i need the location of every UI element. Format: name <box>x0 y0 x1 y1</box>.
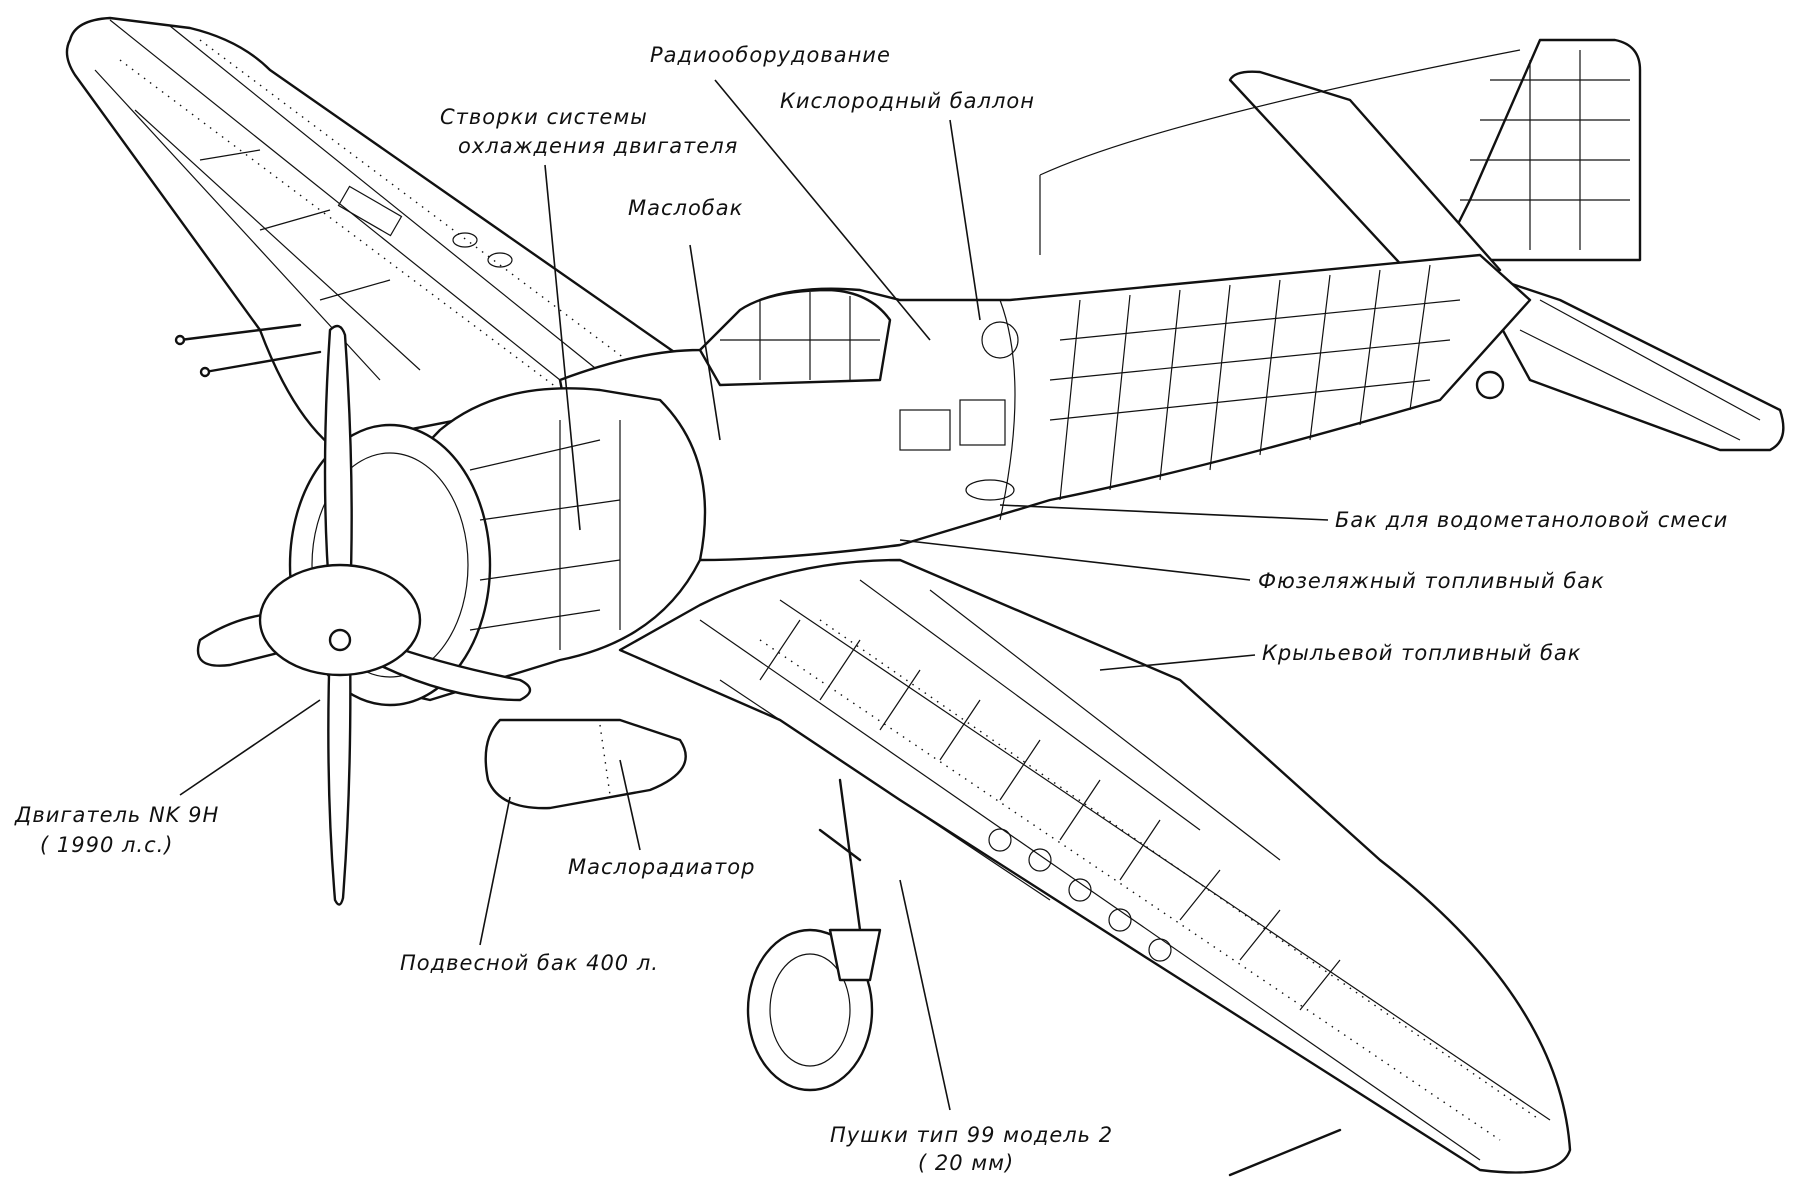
label-cannons-2: ( 20 мм) <box>918 1151 1014 1175</box>
leader-water-methanol <box>999 504 1329 521</box>
leader-cannons <box>899 879 951 1111</box>
leader-lines <box>179 79 1329 1111</box>
label-cowl-flaps-2: охлаждения двигателя <box>458 134 738 158</box>
right-wing <box>618 558 1572 1177</box>
leader-radio <box>714 79 931 341</box>
engine-section <box>196 324 707 906</box>
label-wing-fuel-tank: Крыльевой топливный бак <box>1262 641 1581 665</box>
leader-oil-radiator <box>619 759 641 851</box>
leader-oil-tank <box>689 244 721 441</box>
label-radio: Радиооборудование <box>650 43 891 67</box>
leader-cowl-flaps <box>544 164 581 531</box>
label-cannons-1: Пушки тип 99 модель 2 <box>830 1123 1113 1147</box>
tail <box>1039 38 1785 452</box>
label-oxygen: Кислородный баллон <box>780 89 1035 113</box>
leader-engine <box>179 699 321 796</box>
label-drop-tank: Подвесной бак 400 л. <box>400 951 659 975</box>
labels: Радиооборудование Кислородный баллон Ств… <box>14 43 1728 1175</box>
leader-wing-tank <box>1099 654 1256 671</box>
left-wing <box>65 16 702 447</box>
leader-drop-tank <box>479 796 511 946</box>
leader-fuselage-tank <box>899 539 1251 581</box>
label-water-methanol-tank: Бак для водометаноловой смеси <box>1335 508 1728 532</box>
label-engine-1: Двигатель NK 9H <box>14 803 219 827</box>
label-engine-2: ( 1990 л.с.) <box>40 833 174 857</box>
label-fuselage-fuel-tank: Фюзеляжный топливный бак <box>1258 569 1605 593</box>
label-oil-tank: Маслобак <box>628 196 743 220</box>
fuselage <box>558 253 1532 592</box>
label-oil-radiator: Маслорадиатор <box>568 855 755 879</box>
drop-tank <box>484 718 687 810</box>
label-cowl-flaps-1: Створки системы <box>440 105 648 129</box>
leader-oxygen <box>949 119 981 321</box>
